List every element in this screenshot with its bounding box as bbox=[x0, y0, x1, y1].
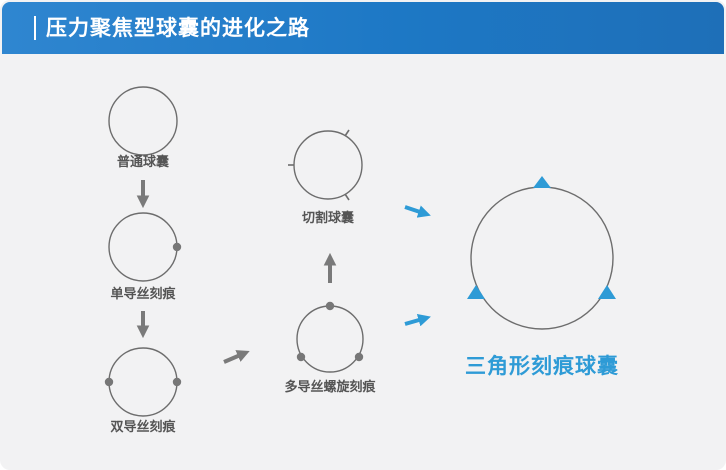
plain-balloon-node: 普通球囊 bbox=[108, 86, 178, 170]
blade-tick bbox=[344, 129, 350, 137]
wire-dot bbox=[296, 352, 306, 362]
wire-dot bbox=[172, 242, 182, 252]
double-wire-circle bbox=[108, 347, 178, 417]
single-wire-circle bbox=[108, 212, 178, 282]
multi-wire-circle bbox=[296, 305, 364, 373]
single-wire-label: 单导丝刻痕 bbox=[110, 286, 176, 302]
blade-tick bbox=[344, 193, 350, 201]
triangle-blade bbox=[467, 285, 485, 299]
wire-dot bbox=[354, 352, 364, 362]
multi-wire-label: 多导丝螺旋刻痕 bbox=[284, 379, 376, 395]
page-title: 压力聚焦型球囊的进化之路 bbox=[46, 16, 310, 40]
wire-dot bbox=[325, 301, 335, 311]
wire-dot bbox=[172, 377, 182, 387]
cutting-balloon-circle bbox=[293, 130, 363, 200]
single-wire-node: 单导丝刻痕 bbox=[108, 212, 182, 302]
plain-balloon-label: 普通球囊 bbox=[117, 154, 170, 170]
triangle-balloon-circle bbox=[470, 186, 614, 330]
double-wire-node: 双导丝刻痕 bbox=[104, 347, 182, 435]
multi-wire-node: 多导丝螺旋刻痕 bbox=[284, 301, 376, 395]
arrow-multi-to-triangle bbox=[404, 313, 431, 327]
triangle-balloon-node: 三角形刻痕球囊 bbox=[465, 176, 619, 378]
double-wire-label: 双导丝刻痕 bbox=[110, 419, 176, 435]
title-banner: 压力聚焦型球囊的进化之路 bbox=[2, 2, 724, 54]
triangle-balloon-label: 三角形刻痕球囊 bbox=[465, 354, 619, 378]
wire-dot bbox=[104, 377, 114, 387]
arrow-cutting-to-triangle bbox=[404, 205, 431, 218]
cutting-balloon-node: 切割球囊 bbox=[288, 129, 363, 226]
triangle-blade bbox=[598, 285, 616, 299]
cutting-balloon-label: 切割球囊 bbox=[302, 210, 355, 226]
triangle-blade bbox=[533, 176, 551, 188]
plain-balloon-circle bbox=[108, 86, 178, 156]
title-bar-accent bbox=[34, 16, 36, 40]
arrow-double-to-multi bbox=[223, 350, 250, 364]
